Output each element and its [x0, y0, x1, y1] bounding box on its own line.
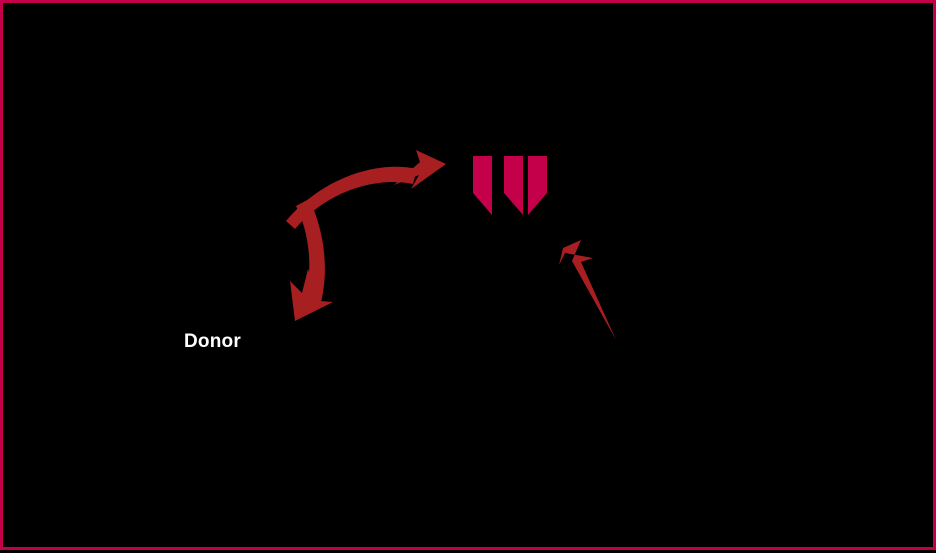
- diagram-graphics: [286, 150, 616, 340]
- donor-label: Donor: [184, 331, 241, 352]
- curved-double-headed-arrow-icon: [286, 150, 446, 321]
- straight-tapered-arrow-icon: [554, 240, 616, 340]
- three-slanted-bars-icon: [473, 156, 547, 215]
